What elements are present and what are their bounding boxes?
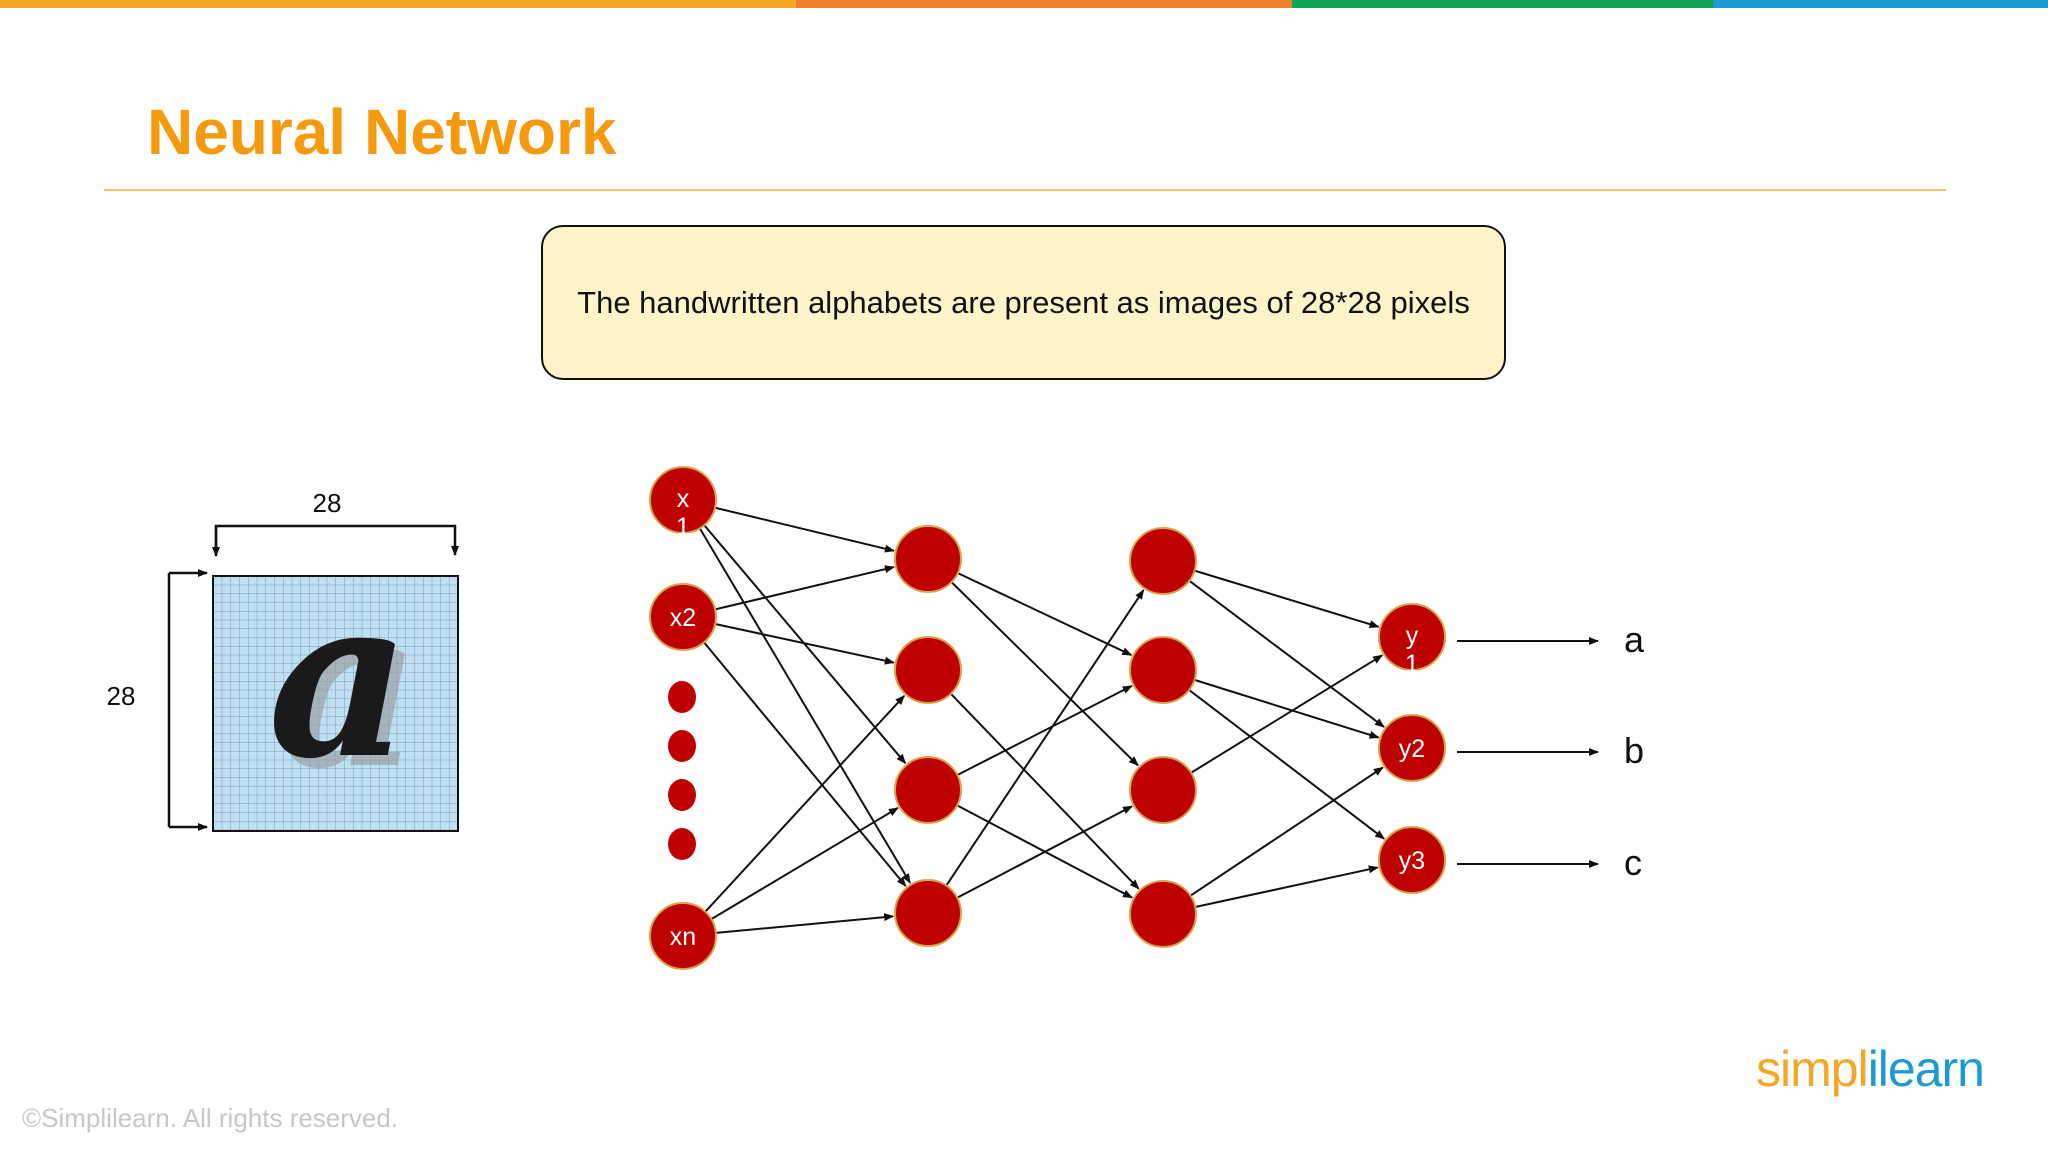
callout-box: The handwritten alphabets are present as…: [541, 225, 1506, 380]
neuron-l3-n2: [1378, 826, 1446, 894]
neuron-label-l3-n2: y3: [1399, 847, 1425, 875]
ellipsis-dot-3: [668, 828, 696, 860]
neuron-label-l0-n1: x2: [670, 604, 696, 632]
output-label-c: c: [1624, 842, 1642, 883]
edge-18: [1194, 678, 1380, 739]
logo-part-ilearn: ilearn: [1867, 1041, 1985, 1097]
copyright-text: ©Simplilearn. All rights reserved.: [22, 1103, 399, 1133]
edge-15: [956, 805, 1133, 899]
neuron-l2-n0: [1129, 527, 1197, 595]
neuron-l1-n2: [894, 756, 962, 824]
handwritten-glyph: a: [268, 548, 411, 807]
neuron-l1-n0: [894, 525, 962, 593]
ellipsis-dot-1: [668, 730, 696, 762]
edge-2: [698, 527, 912, 884]
edge-10: [950, 581, 1139, 767]
edge-11: [950, 693, 1140, 890]
neuron-l0-n1: [649, 583, 717, 651]
top-color-bar: [0, 0, 2048, 8]
callout-text: The handwritten alphabets are present as…: [577, 284, 1470, 320]
neuron-l3-n1: [1378, 714, 1446, 782]
logo-part-simpl: simpl: [1756, 1041, 1869, 1097]
neuron-l1-n1: [894, 636, 962, 704]
output-labels: a b c: [1624, 619, 1645, 883]
ellipsis-dot-2: [668, 779, 696, 811]
output-label-a: a: [1624, 619, 1645, 660]
edge-4: [715, 622, 895, 665]
edge-3: [714, 565, 895, 611]
neuron-l2-n1: [1129, 636, 1197, 704]
output-arrows: [1457, 637, 1599, 868]
top-bar-segment-dark-orange: [796, 0, 1292, 8]
edge-16: [1194, 569, 1380, 628]
neuron-l2-n3: [1129, 880, 1197, 948]
edge-0: [714, 506, 895, 553]
edge-21: [1189, 766, 1384, 897]
neuron-l0-n0: [649, 466, 717, 534]
neuron-label-l0-n2: xn: [670, 923, 696, 951]
edge-7: [710, 807, 899, 920]
edge-22: [1195, 865, 1379, 908]
edge-6: [704, 695, 906, 913]
neuron-l2-n2: [1129, 756, 1197, 824]
title-divider: [104, 189, 1946, 191]
edge-17: [1188, 580, 1385, 728]
edge-20: [1190, 654, 1384, 774]
simplilearn-logo: simplilearn: [1756, 1040, 1985, 1098]
neuron-l0-n2: [649, 902, 717, 970]
height-label: 28: [107, 681, 136, 711]
neuron-l1-n3: [894, 879, 962, 947]
height-dimension: 28: [107, 569, 208, 831]
edge-9: [957, 572, 1133, 656]
edge-8: [715, 913, 895, 934]
neuron-l3-n0: [1378, 603, 1446, 671]
pixel-grid-image: a a: [212, 548, 459, 832]
width-label: 28: [313, 488, 342, 518]
top-bar-segment-green: [1292, 0, 1713, 8]
network-edges: [698, 506, 1385, 934]
width-dimension: 28: [212, 488, 459, 557]
edge-14: [945, 589, 1145, 887]
top-bar-segment-blue: [1713, 0, 2048, 8]
neuron-label-l3-n1: y2: [1399, 735, 1425, 763]
input-ellipsis-dots: [668, 681, 696, 860]
edge-12: [956, 685, 1133, 776]
edge-19: [1188, 689, 1385, 840]
output-label-b: b: [1624, 730, 1644, 771]
top-bar-segment-orange: [0, 0, 796, 8]
handwritten-glyph-shadow: a: [278, 558, 421, 817]
slide-title: Neural Network: [147, 96, 617, 168]
edge-5: [703, 641, 907, 887]
ellipsis-dot-0: [668, 681, 696, 713]
